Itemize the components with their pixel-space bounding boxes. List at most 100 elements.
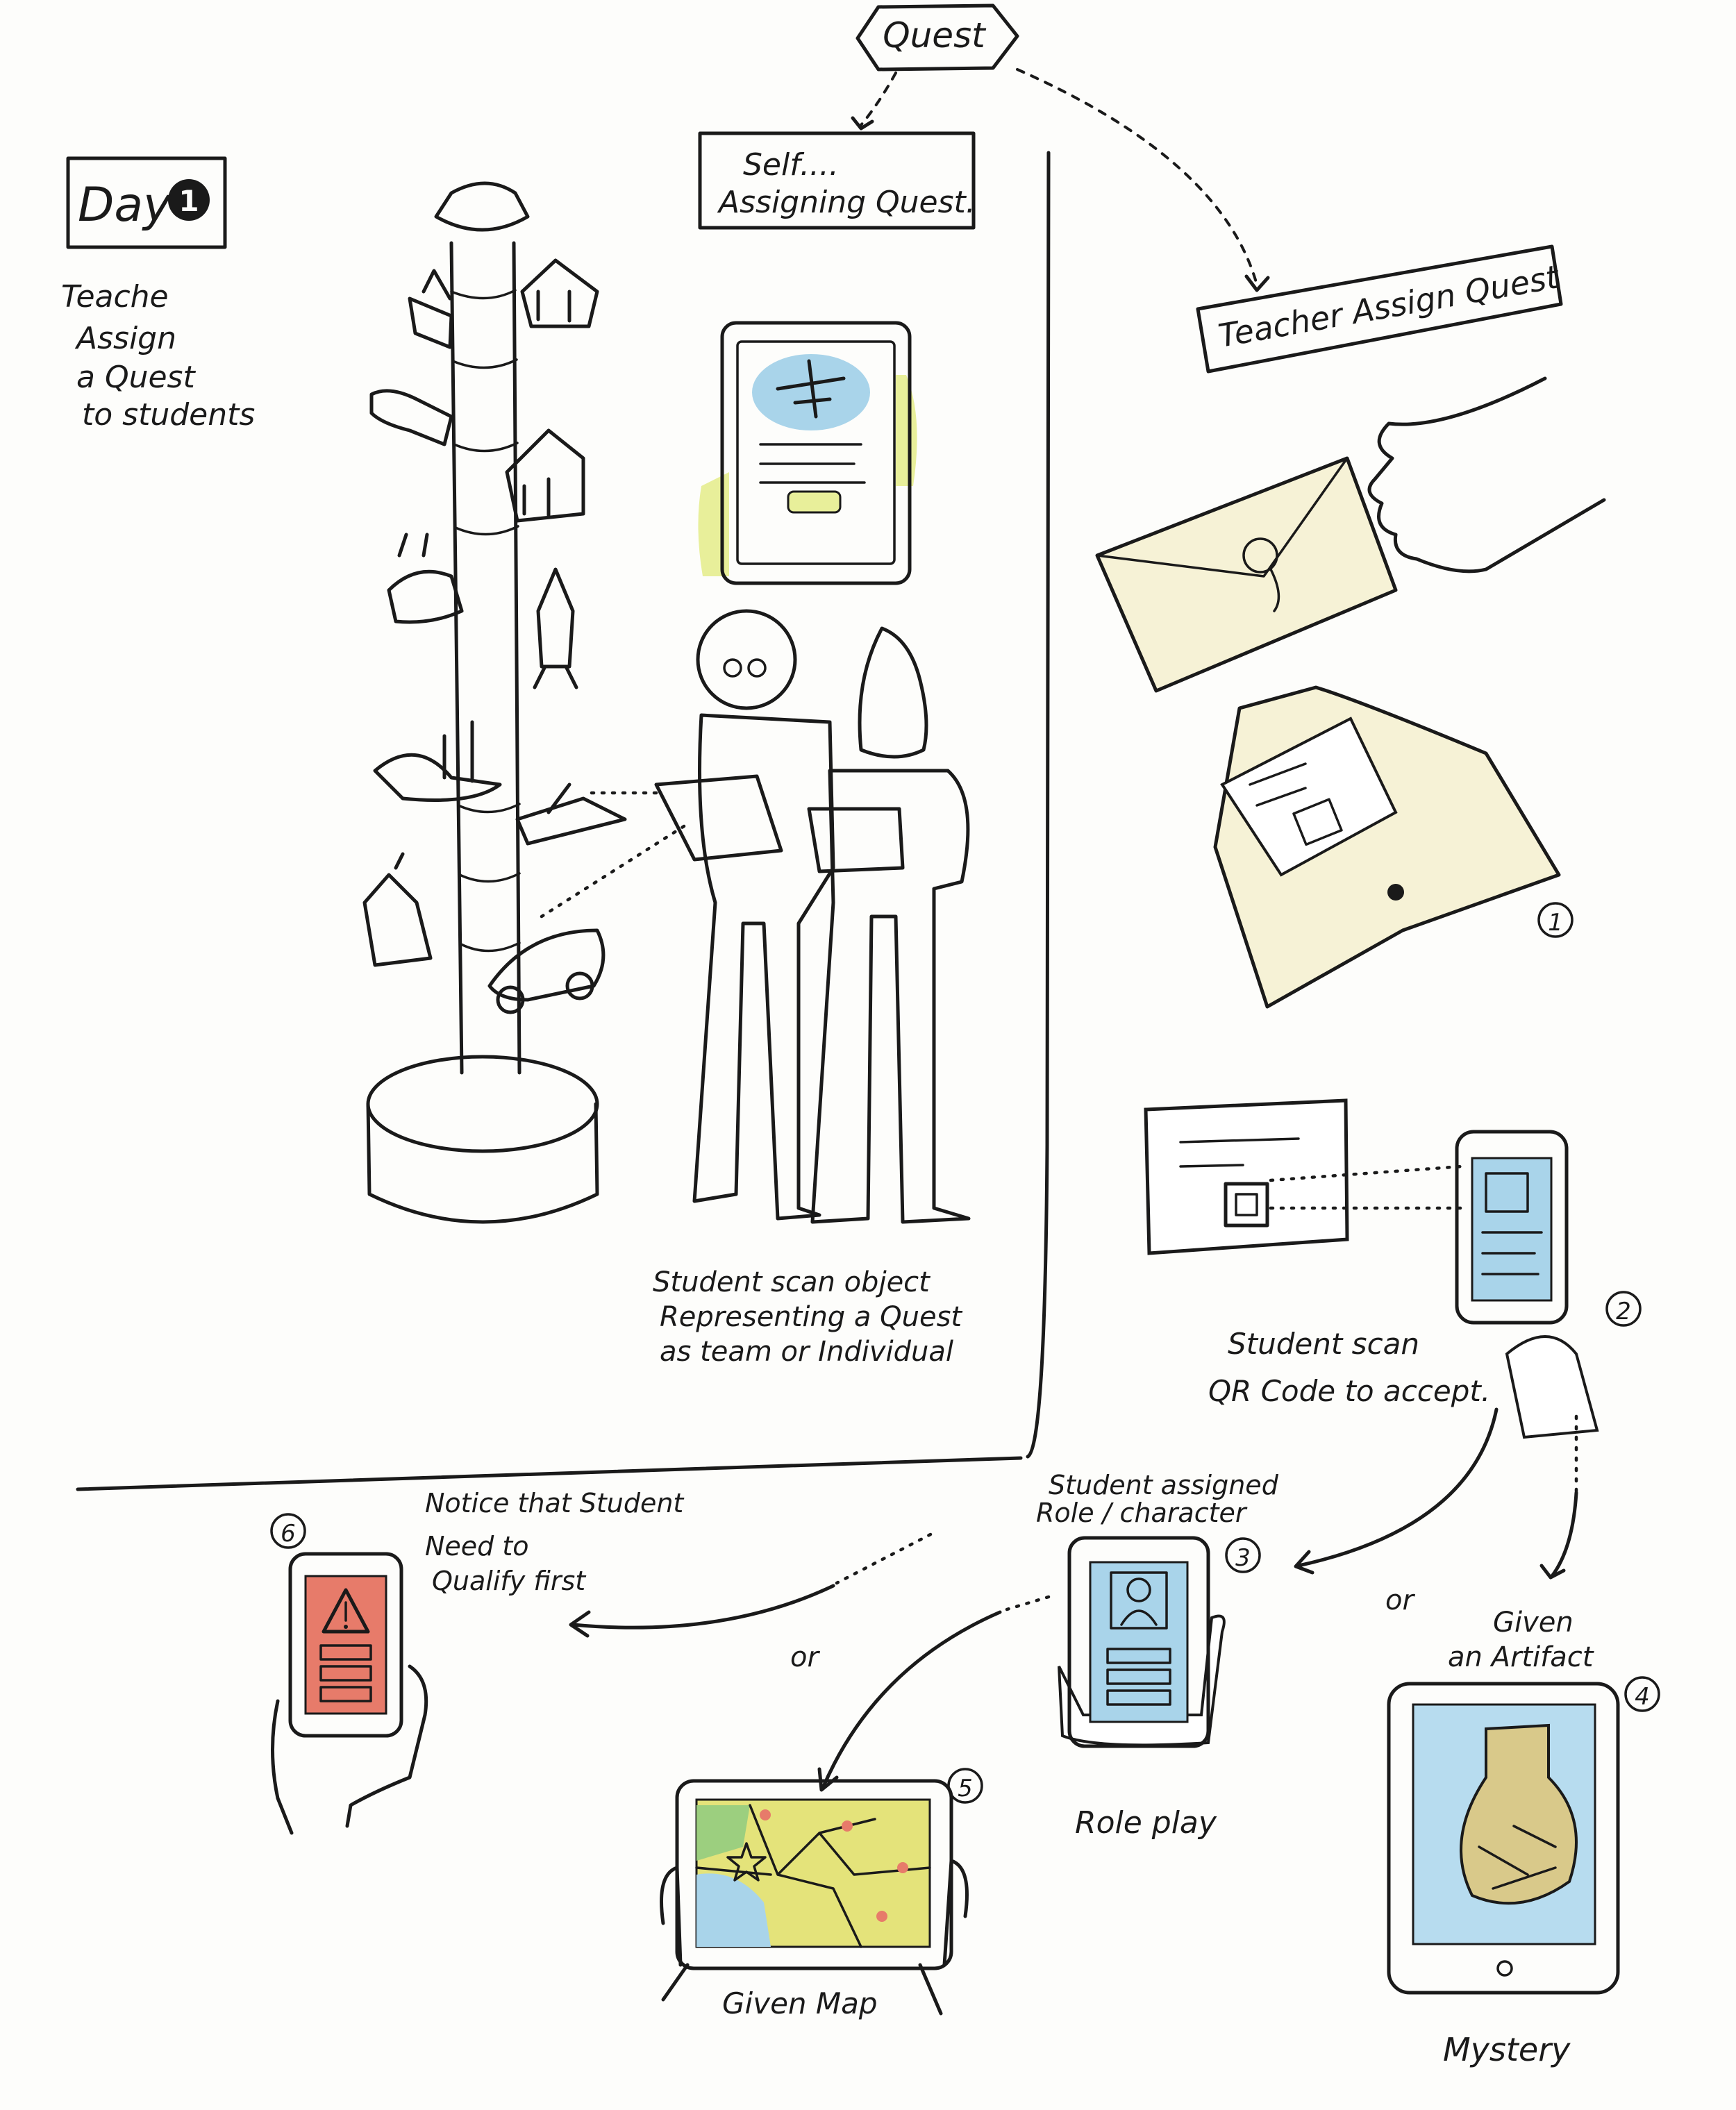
intro-note-line-4: to students [82,397,255,433]
map-park [696,1805,750,1861]
self-assign-box [698,131,976,230]
arrow-head-icon [851,116,874,131]
artifact-map-lines [1478,1825,1557,1890]
telescope-icon [369,389,453,446]
totem-base-drum [366,1102,599,1224]
intro-note-line-2: Assign [74,321,176,356]
qr-code-icon [1224,1182,1269,1228]
field-icon [319,1686,372,1702]
tablet-icon [720,321,912,585]
arrow-to-step-5 [1005,1595,1051,1611]
scan-line [540,791,686,919]
totem-bands [450,289,521,953]
scan-object-caption-line-3: as team or Individual [660,1336,953,1368]
hand-icon [896,375,917,486]
self-assign-line-2: Assigning Quest. [717,185,976,220]
student-head [696,609,797,710]
alert-screen [304,1575,387,1715]
warning-triangle-icon [322,1588,370,1634]
teacher-assign-node: Teacher Assign Quest [1196,244,1563,374]
step-4-tablet [1387,1682,1620,1995]
map-pin-icon [876,1911,887,1922]
student-body [810,769,971,1224]
step-6-heading-line-2: Need to [425,1531,529,1561]
envelope-flap [1096,457,1349,578]
step-5-tablet [660,1779,969,2016]
house-icon [520,258,599,328]
step-1-marker: 1 [1537,902,1574,938]
self-assign-tablet [698,321,917,585]
step-3-heading-line-2: Role / character [1036,1498,1248,1528]
step-6-heading-line-1: Notice that Student [425,1488,685,1518]
or-label-right: or [1385,1584,1415,1616]
totem-pole-icon [362,181,627,1224]
day-number-badge [168,179,210,221]
hand-icon [271,1664,428,1835]
arrow-head-icon [1539,1564,1566,1580]
tablet-icon [675,1779,953,1970]
tablet-screen [736,340,896,565]
student-body [692,713,835,1221]
text-lines [1249,762,1307,807]
phone-icon [1455,1130,1569,1325]
hand-icon [1367,376,1606,573]
arrow-to-step-4 [1550,1491,1578,1578]
step-4-marker: 4 [1624,1676,1660,1712]
intro-note: Teache Assign a Quest to students [61,279,255,433]
phone-icon [1067,1536,1210,1748]
open-envelope-icon [1213,685,1561,1009]
hand-icon [698,472,729,576]
artifact-icon [1460,1723,1578,1905]
qr-code-icon [1485,1172,1529,1213]
home-button-icon [1496,1960,1513,1977]
step-6-phone [271,1552,428,1835]
avatar-icon [1110,1571,1168,1630]
step-6-number: 6 [281,1520,296,1548]
avatar-head [1126,1577,1151,1602]
step-3-caption: Role play [1075,1805,1217,1841]
day-box [66,156,227,249]
step-4-heading-line-2: an Artifact [1448,1641,1594,1673]
field-icon [319,1665,372,1682]
arrow-head-icon [569,1610,591,1638]
warning-dot [344,1625,348,1629]
or-label-left: or [790,1641,820,1673]
step-2-phone [1455,1130,1599,1439]
map-pin-icon [760,1809,771,1820]
step-6-heading: Notice that Student Need to Qualify firs… [425,1488,685,1596]
boat-icon [408,269,453,349]
airplane-icon [515,782,627,846]
arrow-to-step-3 [1296,1407,1499,1568]
self-assign-node: Self.... Assigning Quest. [698,131,976,230]
step-5-marker: 5 [947,1768,983,1804]
step-3-heading-line-1: Student assigned [1049,1470,1279,1500]
self-assign-line-1: Self.... [743,147,839,183]
step-2-caption-line-1: Student scan [1228,1327,1419,1361]
horizontal-divider [76,1456,1023,1491]
accept-button-icon [787,490,842,514]
arm-lines [661,1963,943,2016]
qr-code-inner [1235,1193,1258,1216]
arrow-head-icon [1294,1550,1314,1575]
intro-note-line-3: a Quest [76,360,196,395]
tablet-icon [807,807,905,873]
avatar-body [1120,1609,1158,1626]
glasses-icon [723,658,742,678]
step-5-number: 5 [958,1775,973,1802]
step-3-heading: Student assigned Role / character [1036,1470,1279,1528]
scan-object-caption: Student scan object Representing a Quest… [653,1266,962,1368]
phone-screen [1089,1561,1189,1723]
rider-icon [362,852,433,967]
scan-line [1269,1164,1464,1210]
qr-code-icon [1292,798,1343,846]
map-pin-icon [897,1862,908,1873]
step-4-number: 4 [1635,1683,1650,1711]
step-3-phone [1058,1536,1226,1748]
screen-image [752,354,870,430]
step-2-caption: Student scan QR Code to accept. [1208,1327,1490,1408]
day-label: Day [78,178,172,233]
step-4-heading: Given an Artifact [1448,1607,1594,1673]
arrow-to-step-6 [835,1532,933,1585]
text-lines [759,443,866,484]
